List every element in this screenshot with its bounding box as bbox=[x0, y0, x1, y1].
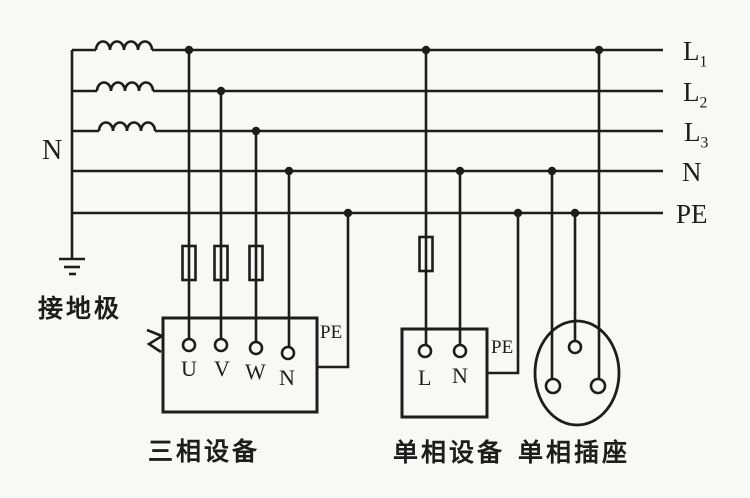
bus-label-l1-sub: 1 bbox=[699, 53, 708, 71]
bus-label-l2-sub: 2 bbox=[699, 94, 708, 112]
terminal-label-n3: N bbox=[279, 365, 295, 390]
bus-label-l2-text: L bbox=[683, 77, 700, 107]
terminal-label-n1: N bbox=[452, 363, 468, 388]
bus-label-l1: L1 bbox=[683, 38, 707, 70]
terminal-label-l: L bbox=[418, 365, 432, 390]
caption-single-phase-device: 单相设备 bbox=[393, 439, 506, 467]
bus-label-l1-text: L bbox=[683, 36, 700, 66]
grounding-electrode-label: 接地极 bbox=[38, 295, 123, 323]
transformer-neutral-label: N bbox=[42, 135, 63, 166]
caption-three-phase-device: 三相设备 bbox=[148, 438, 261, 466]
pe-tag-three-phase: PE bbox=[320, 322, 343, 343]
pe-tag-single-phase: PE bbox=[491, 337, 514, 358]
bus-label-pe-text: PE bbox=[676, 199, 708, 229]
terminal-label-u: U bbox=[181, 356, 197, 381]
bus-label-l3: L3 bbox=[684, 119, 708, 151]
terminal-label-w: W bbox=[245, 359, 266, 384]
bus-label-l3-sub: 3 bbox=[700, 134, 709, 152]
terminal-label-v: V bbox=[214, 356, 230, 381]
caption-single-phase-socket: 单相插座 bbox=[518, 439, 631, 467]
bus-label-l3-text: L bbox=[684, 117, 701, 147]
bus-label-n-text: N bbox=[682, 157, 702, 187]
bus-label-pe: PE bbox=[676, 201, 708, 228]
bus-label-l2: L2 bbox=[683, 79, 707, 111]
bus-label-n: N bbox=[682, 159, 702, 186]
